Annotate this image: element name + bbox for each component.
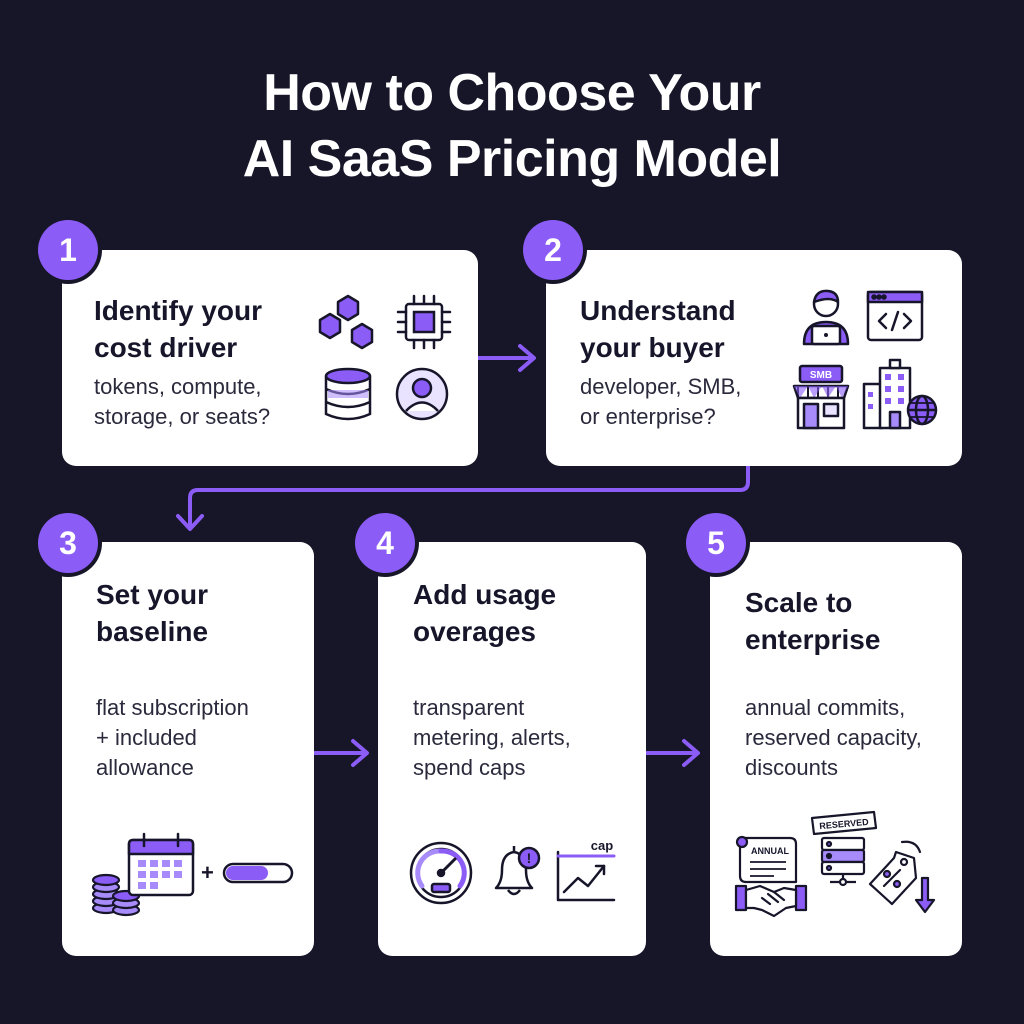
cpu-chip-icon (396, 294, 452, 350)
developer-laptop-icon (802, 289, 850, 346)
step-5-description: annual commits, reserved capacity, disco… (745, 695, 922, 780)
calendar-icon (127, 832, 195, 897)
user-seat-icon (395, 367, 449, 421)
database-icon (324, 367, 372, 421)
spend-cap-chart-icon: cap (556, 838, 616, 902)
tokens-hexagons-icon (318, 294, 374, 350)
step-card-4: Add usage overages transparent metering,… (378, 542, 646, 956)
arrow-4-to-5 (645, 739, 700, 767)
step-3-description: flat subscription + included allowance (96, 695, 249, 780)
arrow-3-to-4 (313, 739, 369, 767)
step-1-description: tokens, compute, storage, or seats? (94, 374, 271, 429)
enterprise-building-icon (862, 358, 938, 430)
arrow-1-to-2 (476, 344, 536, 372)
title-line-2: AI SaaS Pricing Model (242, 130, 782, 188)
code-window-icon (866, 290, 924, 342)
step-5-title: Scale to enterprise (745, 587, 881, 655)
step-3-title: Set your baseline (96, 579, 209, 647)
step-2-title: Understand your buyer (580, 295, 736, 363)
smb-storefront-icon: SMB (792, 364, 850, 430)
cap-label: cap (591, 838, 613, 853)
discount-tag-icon (868, 840, 936, 914)
step-4-title: Add usage overages (413, 579, 557, 647)
step-2-description: developer, SMB, or enterprise? (580, 374, 742, 429)
svg-text:!: ! (527, 850, 532, 866)
step-card-3: Set your baseline flat subscription + in… (62, 542, 314, 956)
step-badge-5: 5 (686, 513, 746, 573)
step-card-5: Scale to enterprise annual commits, rese… (710, 542, 962, 956)
step-card-2: Understand your buyer developer, SMB, or… (546, 250, 962, 466)
step-badge-3: 3 (38, 513, 98, 573)
arrow-2-to-3 (176, 464, 750, 531)
step-badge-2: 2 (523, 220, 583, 280)
coin-stack-icon (91, 873, 141, 917)
alert-bell-icon: ! (494, 846, 541, 896)
smb-sign-label: SMB (810, 370, 832, 381)
step-card-1: Identify your cost driver tokens, comput… (62, 250, 478, 466)
plus-sign: + (201, 860, 214, 885)
handshake-icon (734, 884, 808, 918)
reserved-label: RESERVED (819, 817, 870, 831)
step-1-title: Identify your cost driver (94, 295, 263, 363)
annual-label: ANNUAL (751, 846, 789, 856)
step-4-description: transparent metering, alerts, spend caps (413, 695, 571, 780)
reserved-server-icon: RESERVED (810, 810, 878, 887)
speedometer-icon (409, 841, 473, 905)
page-title: How to Choose Your AI SaaS Pricing Model (0, 60, 1024, 192)
step-badge-4: 4 (355, 513, 415, 573)
annual-contract-icon: ANNUAL (735, 835, 798, 884)
title-line-1: How to Choose Your (263, 64, 761, 122)
allowance-bar-icon (222, 862, 294, 884)
step-badge-1: 1 (38, 220, 98, 280)
